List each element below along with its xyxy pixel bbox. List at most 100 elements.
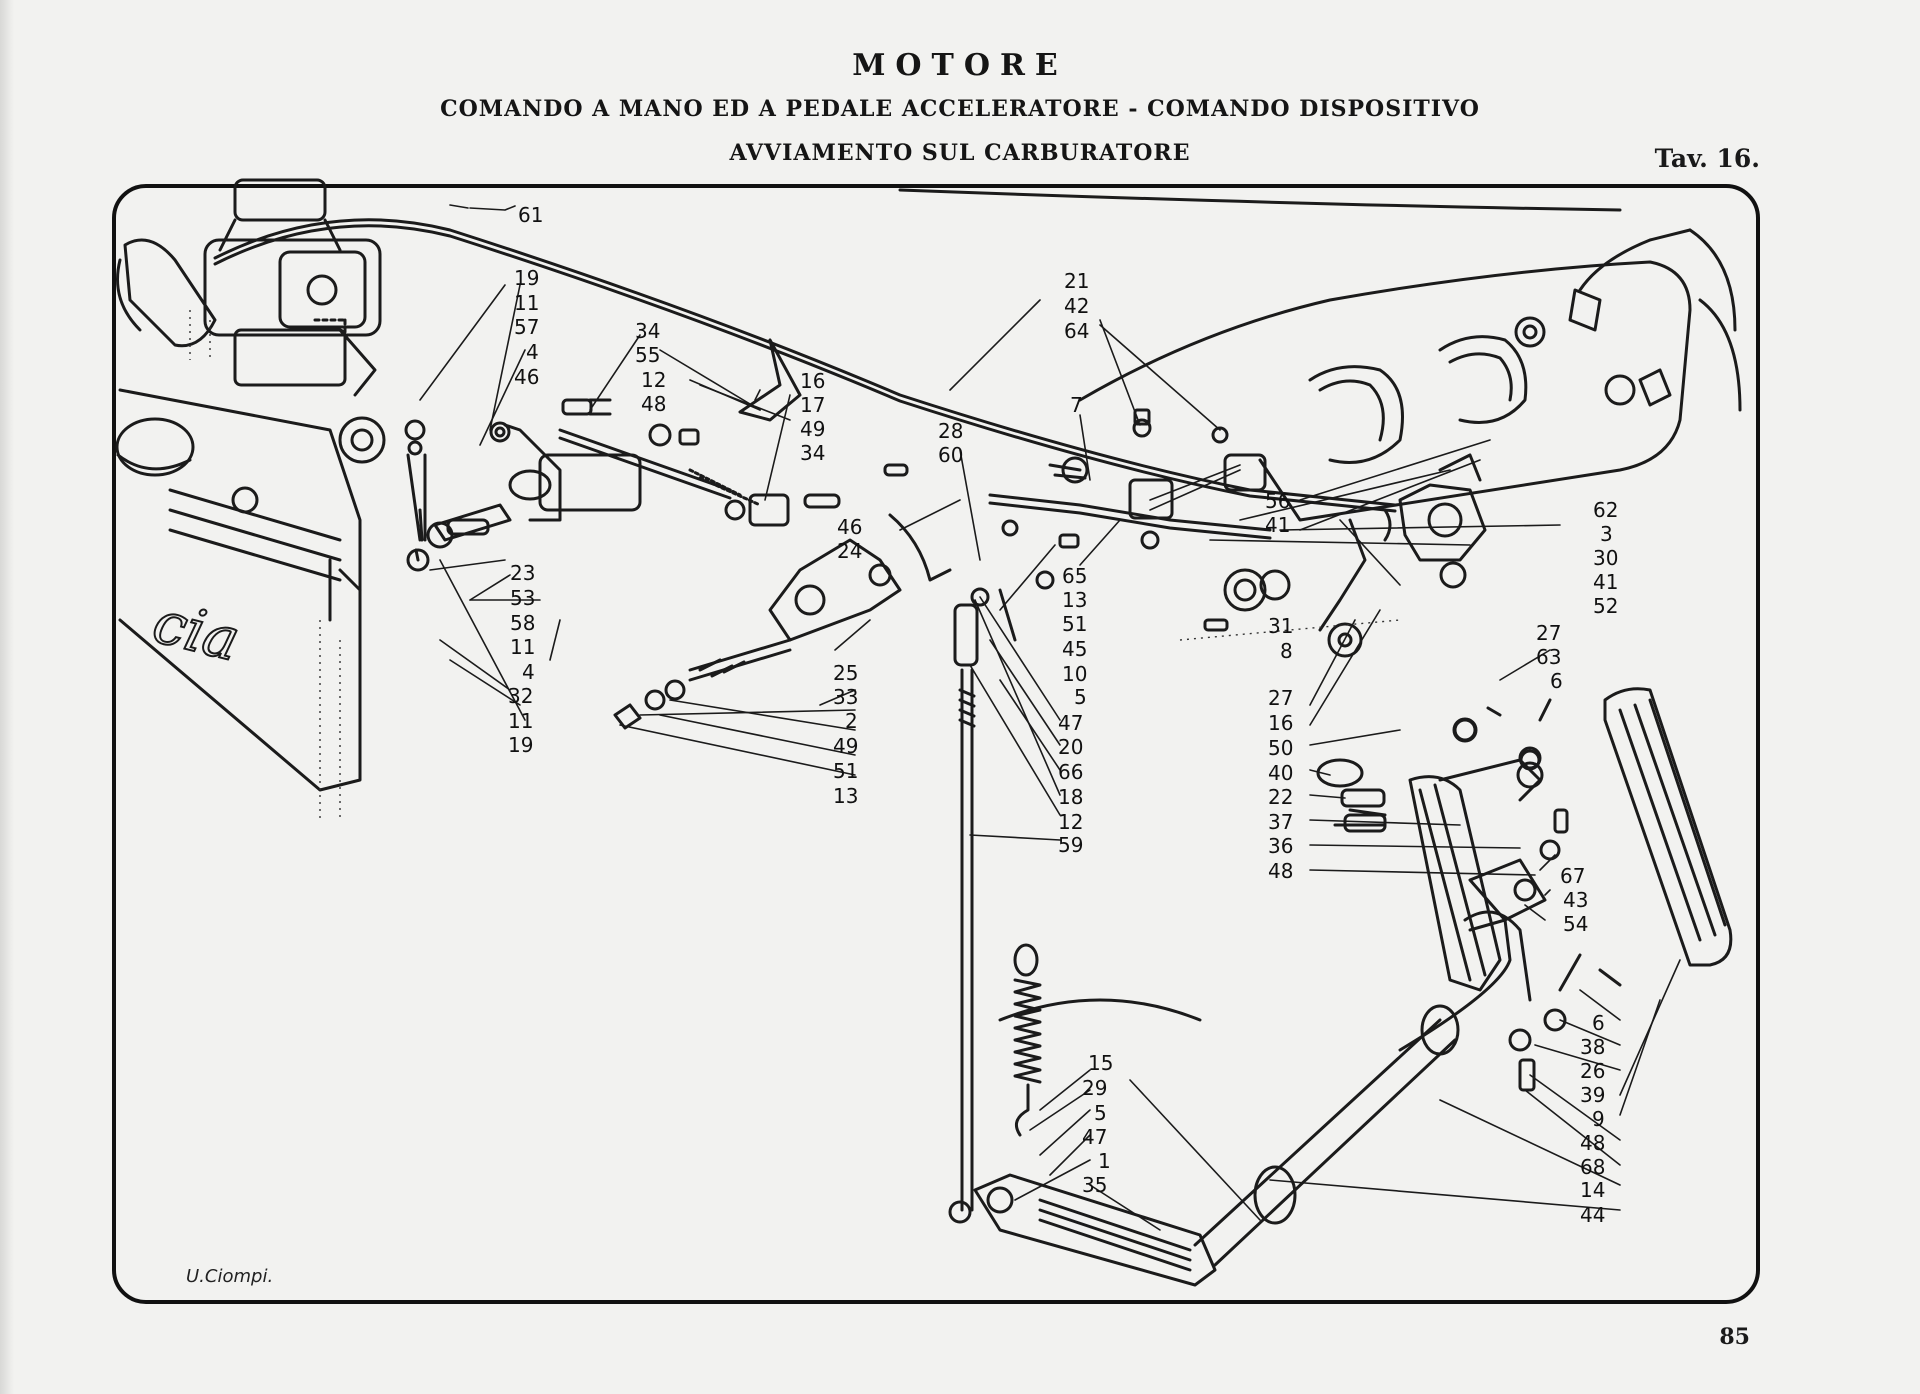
callout-34-b: 34 <box>800 441 825 465</box>
callout-49-b: 49 <box>833 734 858 758</box>
callout-43: 43 <box>1563 888 1588 912</box>
callout-11-b: 11 <box>510 635 535 659</box>
table-number-label: Tav. 16. <box>1654 144 1760 173</box>
callout-27-b: 27 <box>1268 686 1293 710</box>
callout-1: 1 <box>1098 1149 1111 1173</box>
callout-47-b: 47 <box>1082 1125 1107 1149</box>
callout-4-b: 4 <box>522 660 535 684</box>
callout-53: 53 <box>510 586 535 610</box>
page-subtitle-line-1: COMANDO A MANO ED A PEDALE ACCELERATORE … <box>440 96 1480 122</box>
callout-13-b: 13 <box>833 784 858 808</box>
throttle-rod-61 <box>213 218 1397 513</box>
return-spring-15 <box>1013 943 1042 1137</box>
callout-51-a: 51 <box>1062 612 1087 636</box>
callout-60: 60 <box>938 443 963 467</box>
callout-55: 55 <box>635 343 660 367</box>
callout-48-c: 48 <box>1580 1131 1605 1155</box>
callout-44: 44 <box>1580 1203 1605 1227</box>
callout-47-a: 47 <box>1058 711 1083 735</box>
callout-65: 65 <box>1062 564 1087 588</box>
callout-57: 57 <box>514 315 539 339</box>
callout-9: 9 <box>1592 1107 1605 1131</box>
callout-23: 23 <box>510 561 535 585</box>
callout-14: 14 <box>1580 1178 1605 1202</box>
dashboard-panel <box>898 188 1742 522</box>
callout-48-b: 48 <box>1268 859 1293 883</box>
callout-11-a: 11 <box>514 291 539 315</box>
callout-5-a: 5 <box>1074 685 1087 709</box>
callout-6-b: 6 <box>1592 1011 1605 1035</box>
callout-5-b: 5 <box>1094 1101 1107 1125</box>
callout-12-a: 12 <box>641 368 666 392</box>
callout-64: 64 <box>1064 319 1089 343</box>
callout-41-a: 41 <box>1265 513 1290 537</box>
callout-56: 56 <box>1265 489 1290 513</box>
loose-hardware <box>404 398 1622 1092</box>
callout-3: 3 <box>1600 522 1613 546</box>
callout-7: 7 <box>1070 393 1083 417</box>
callout-11-c: 11 <box>508 709 533 733</box>
callout-19-a: 19 <box>514 266 539 290</box>
callout-33: 33 <box>833 685 858 709</box>
callout-24: 24 <box>837 539 862 563</box>
pedal-shaft-assembly <box>973 910 1532 1287</box>
callout-41-b: 41 <box>1593 570 1618 594</box>
engine-hidden-outline <box>189 310 1401 820</box>
callout-17: 17 <box>800 393 825 417</box>
callout-48-a: 48 <box>641 392 666 416</box>
callout-leader-lines <box>419 204 1681 1231</box>
callout-13-a: 13 <box>1062 588 1087 612</box>
callout-16-b: 16 <box>1268 711 1293 735</box>
page-spine-shadow <box>0 0 14 1394</box>
callout-63: 63 <box>1536 645 1561 669</box>
callout-32: 32 <box>508 684 533 708</box>
callout-59: 59 <box>1058 833 1083 857</box>
carburettor-assembly <box>115 178 386 792</box>
callout-51-b: 51 <box>833 759 858 783</box>
callout-36: 36 <box>1268 834 1293 858</box>
callout-50: 50 <box>1268 736 1293 760</box>
callout-27-a: 27 <box>1536 621 1561 645</box>
vertical-rod-59 <box>948 603 979 1224</box>
callout-58: 58 <box>510 611 535 635</box>
callout-21: 21 <box>1064 269 1089 293</box>
callout-45: 45 <box>1062 637 1087 661</box>
callout-35: 35 <box>1082 1173 1107 1197</box>
callout-6-a: 6 <box>1550 669 1563 693</box>
callout-16-a: 16 <box>800 369 825 393</box>
callout-66: 66 <box>1058 760 1083 784</box>
callout-8: 8 <box>1280 639 1293 663</box>
callout-19-b: 19 <box>508 733 533 757</box>
callout-2: 2 <box>845 709 858 733</box>
callout-10: 10 <box>1062 662 1087 686</box>
callout-31: 31 <box>1268 614 1293 638</box>
callout-39: 39 <box>1580 1083 1605 1107</box>
left-linkage-levers <box>414 423 952 730</box>
callout-numbers: 61 19 11 57 4 46 34 55 12 48 16 17 49 34… <box>508 203 1618 1227</box>
illustrator-signature: U.Ciompi. <box>186 1266 274 1287</box>
callout-40: 40 <box>1268 761 1293 785</box>
callout-28: 28 <box>938 419 963 443</box>
callout-20: 20 <box>1058 735 1083 759</box>
diagram-frame <box>112 184 1760 1304</box>
callout-4-a: 4 <box>526 340 539 364</box>
callout-52: 52 <box>1593 594 1618 618</box>
callout-34-a: 34 <box>635 319 660 343</box>
callout-68: 68 <box>1580 1155 1605 1179</box>
page-number: 85 <box>1719 1324 1750 1350</box>
callout-42: 42 <box>1064 294 1089 318</box>
page-subtitle-line-2: AVVIAMENTO SUL CARBURATORE <box>729 140 1191 166</box>
callout-29: 29 <box>1082 1076 1107 1100</box>
callout-15: 15 <box>1088 1051 1113 1075</box>
page-title: MOTORE <box>852 48 1068 83</box>
callout-38: 38 <box>1580 1035 1605 1059</box>
callout-54: 54 <box>1563 912 1588 936</box>
callout-12-b: 12 <box>1058 810 1083 834</box>
callout-18: 18 <box>1058 785 1083 809</box>
callout-46-b: 46 <box>837 515 862 539</box>
callout-30: 30 <box>1593 546 1618 570</box>
callout-37: 37 <box>1268 810 1293 834</box>
engine-cover-lettering: cia <box>147 588 247 675</box>
